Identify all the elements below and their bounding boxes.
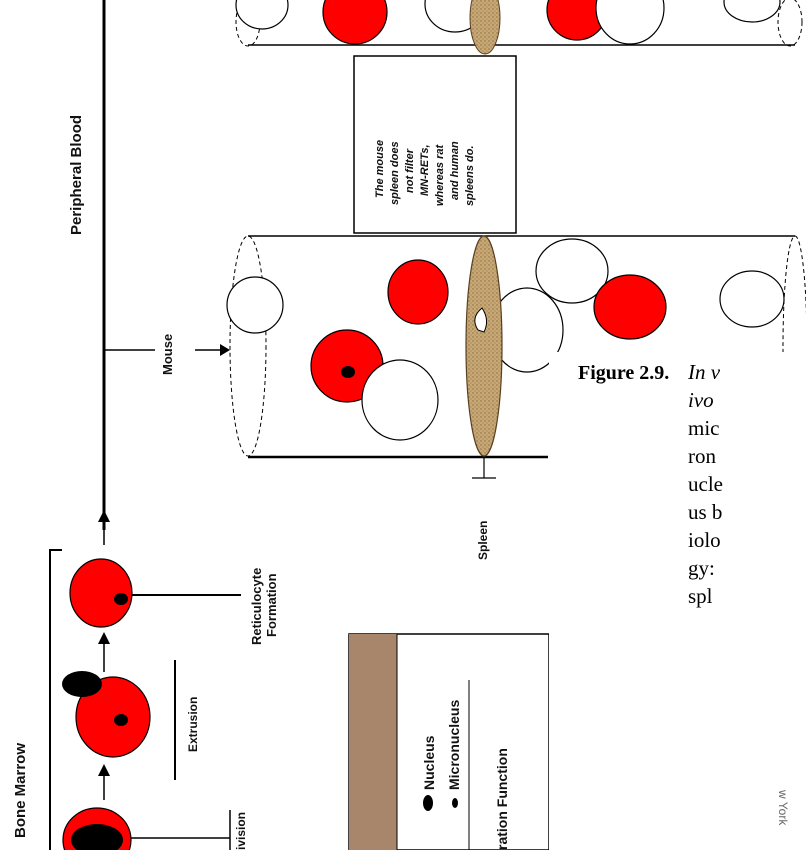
dividing-nucleus: [71, 824, 123, 855]
reticulocyte-micronucleus: [114, 593, 128, 605]
caption-body: micronucleus biology: spl: [688, 416, 723, 608]
extrusion-cell: [75, 676, 151, 758]
extruded-nucleus: [62, 671, 102, 697]
top-vessel: [235, 0, 803, 55]
white-cell: [226, 276, 284, 334]
note-line: spleen does: [389, 141, 401, 205]
arrow-head: [98, 764, 110, 776]
bone-marrow-label: Bone Marrow: [12, 742, 29, 838]
note-line: spleens do.: [464, 145, 476, 206]
note-line: not filter: [404, 149, 416, 193]
note-line: whereas rat: [434, 144, 446, 206]
arrow-head: [98, 632, 110, 644]
red-cell: [387, 259, 449, 325]
edge-text: w York: [776, 790, 790, 826]
peripheral-blood-label: Peripheral Blood: [68, 114, 85, 235]
note-line: MN-RETs,: [419, 144, 431, 196]
legend-nucleus-icon: [423, 795, 433, 811]
legend-filtration-label: ration Function: [494, 748, 510, 850]
caption-number: Figure 2.9.: [578, 362, 670, 384]
reticulocyte-label: Reticulocyte: [249, 567, 264, 645]
red-cell: [593, 274, 667, 340]
formation-label: Formation: [264, 573, 279, 637]
spleen-pore: [474, 307, 488, 333]
legend-micronucleus-icon: [452, 798, 458, 808]
spleen-filter: [465, 235, 503, 457]
spleen-label: Spleen: [476, 520, 490, 560]
white-cell: [719, 270, 785, 328]
note-box: [353, 55, 517, 234]
legend-micronucleus-label: Micronucleus: [446, 699, 462, 790]
white-cell: [361, 359, 439, 441]
note-line: and human: [449, 141, 461, 200]
extrusion-micronucleus: [114, 714, 128, 726]
extrusion-label: Extrusion: [186, 696, 200, 752]
arrow-head: [98, 510, 110, 522]
note-line: The mouse: [374, 139, 386, 198]
bone-marrow-cells: [62, 558, 241, 855]
legend-bar: [349, 634, 397, 850]
mouse-arrow-head: [220, 344, 230, 356]
bone-marrow-bracket: [49, 549, 62, 850]
mouse-label: Mouse: [160, 333, 175, 375]
division-label: ivision: [234, 811, 248, 850]
micronucleus: [341, 366, 355, 378]
caption-text: In vivo micronucleus biology: spl: [688, 358, 724, 610]
legend: [348, 633, 550, 851]
caption-panel: [549, 352, 806, 850]
legend-nucleus-label: Nucleus: [421, 735, 437, 790]
reticulocyte-cell: [69, 558, 133, 628]
white-cell: [535, 238, 609, 304]
caption-italic: In vivo: [688, 360, 721, 412]
